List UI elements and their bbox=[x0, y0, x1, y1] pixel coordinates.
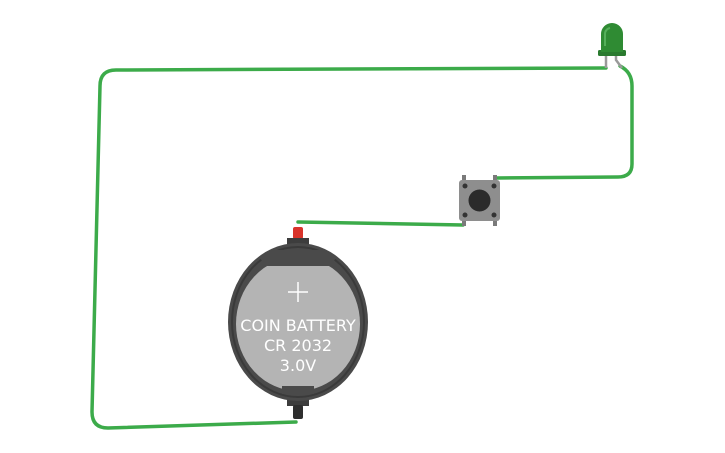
battery-negative-terminal[interactable] bbox=[293, 405, 303, 419]
button-cap[interactable] bbox=[468, 189, 491, 212]
led[interactable] bbox=[598, 23, 626, 69]
battery-label-line1: COIN BATTERY bbox=[240, 316, 356, 335]
button-lead-top-left bbox=[462, 175, 466, 183]
led-leg-anode bbox=[614, 54, 623, 69]
button-lead-bottom-left bbox=[462, 217, 466, 226]
button-corner-dot bbox=[491, 183, 497, 189]
battery-positive-terminal[interactable] bbox=[293, 227, 303, 239]
plus-icon bbox=[288, 282, 308, 302]
battery-coin-face bbox=[236, 257, 360, 391]
battery-label-line2: CR 2032 bbox=[264, 336, 332, 355]
button-lead-top-right bbox=[493, 175, 497, 183]
battery-holder-rim bbox=[231, 246, 365, 398]
button-lead-bottom-right bbox=[493, 217, 497, 226]
button-corner-dot bbox=[491, 212, 497, 218]
pushbutton[interactable] bbox=[459, 175, 500, 226]
coin-battery[interactable]: COIN BATTERY CR 2032 3.0V bbox=[228, 227, 368, 419]
button-corner-dot bbox=[462, 212, 468, 218]
wire-led-to-button[interactable] bbox=[495, 64, 634, 180]
battery-label-line3: 3.0V bbox=[280, 356, 316, 375]
wire-button-to-battery-positive[interactable] bbox=[296, 220, 465, 227]
battery-bottom-clip bbox=[282, 386, 314, 394]
battery-top-clip bbox=[260, 250, 336, 266]
button-corner-dot bbox=[462, 183, 468, 189]
wire-battery-negative-to-led[interactable] bbox=[90, 66, 608, 430]
led-highlight bbox=[603, 27, 611, 46]
